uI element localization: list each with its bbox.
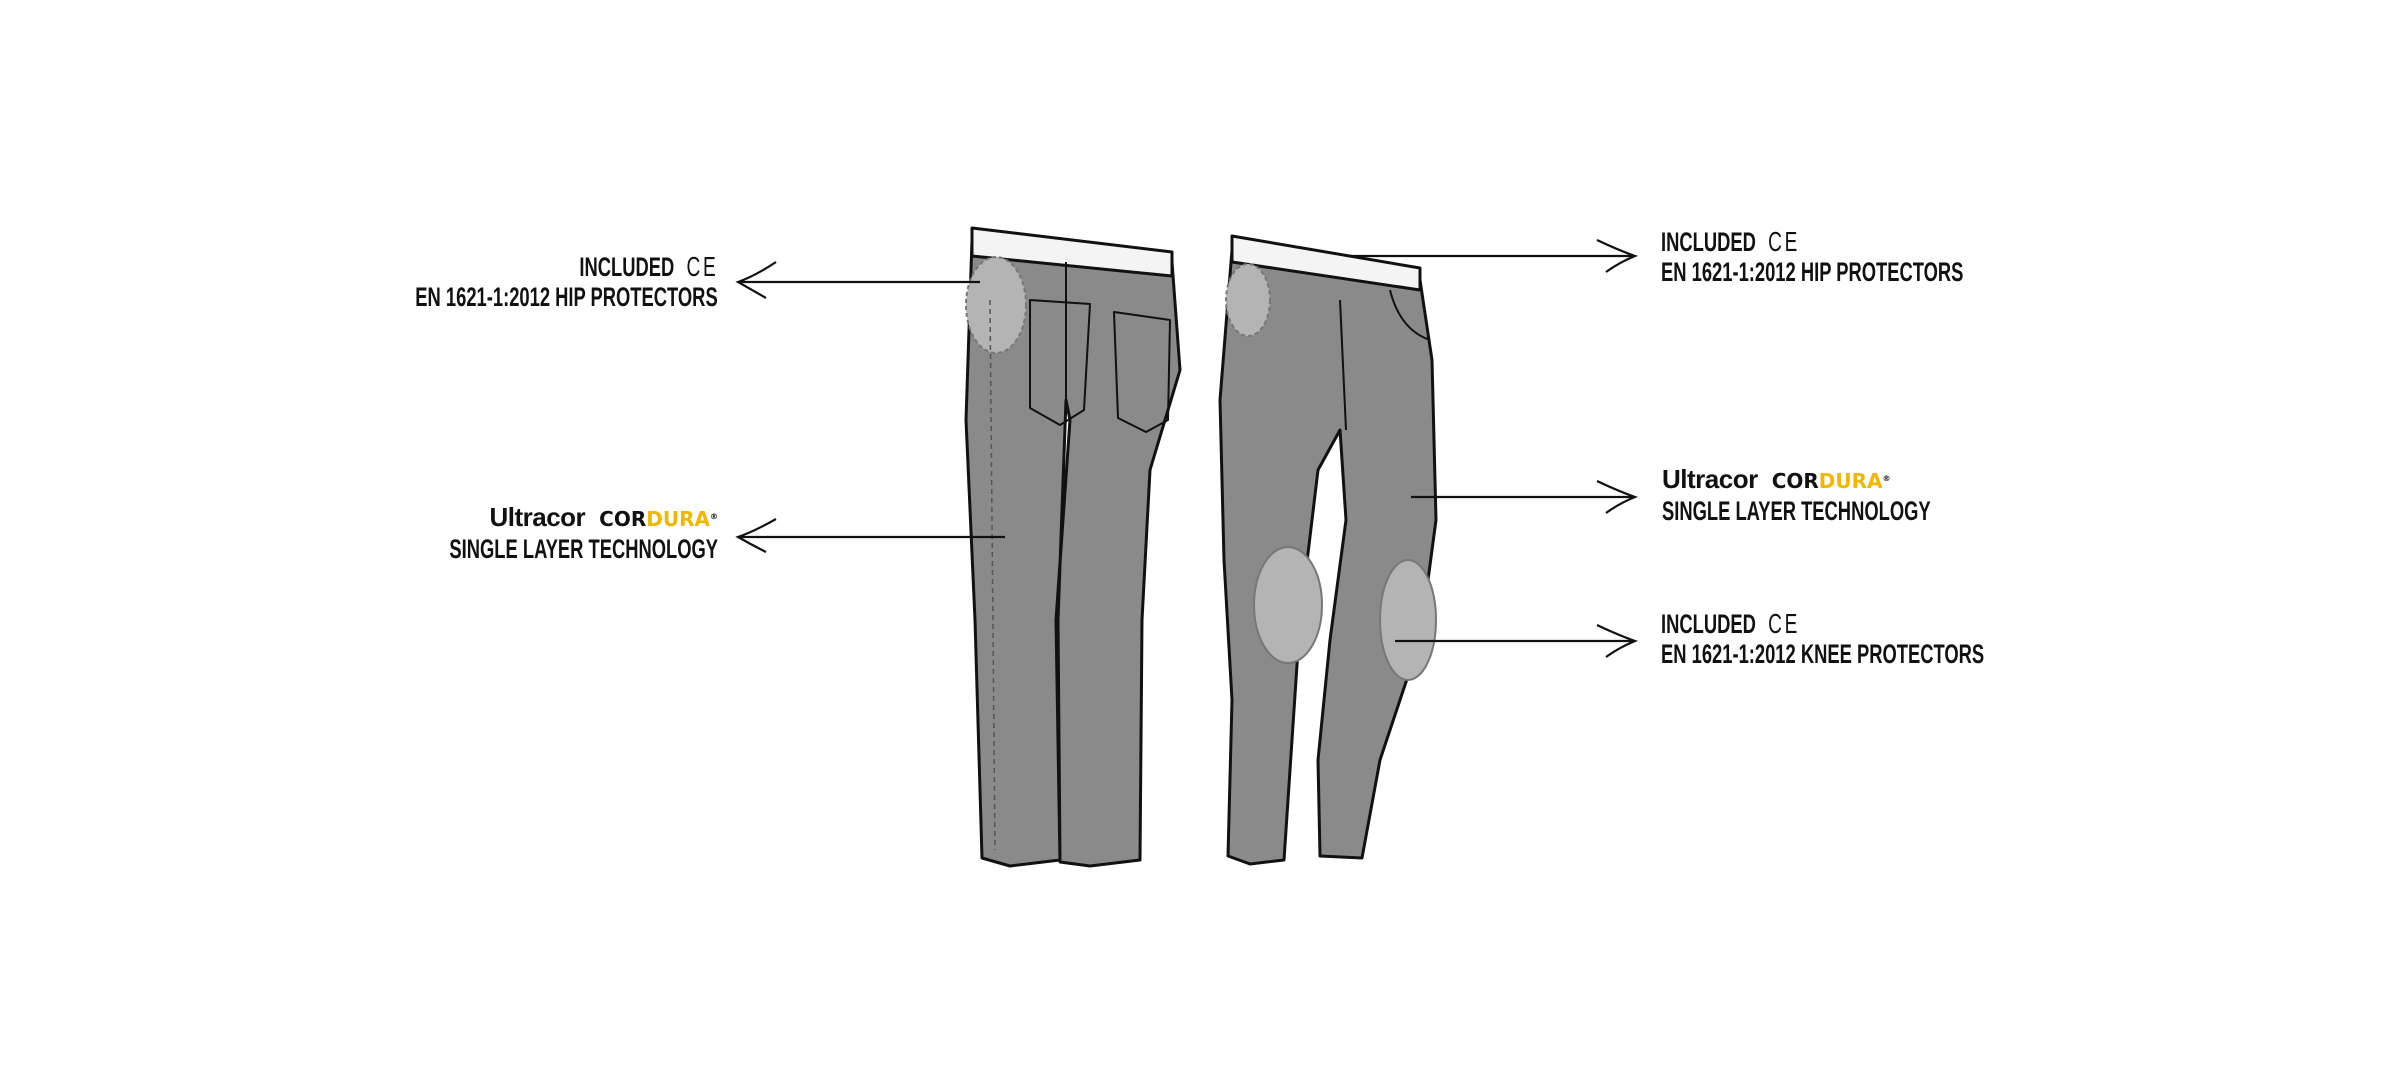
cordura-logo: CORDURA® bbox=[599, 507, 718, 531]
arrow-left-hip bbox=[735, 261, 980, 299]
callout-right-fabric: Ultracor CORDURA® SINGLE LAYER TECHNOLOGY bbox=[1662, 464, 2057, 526]
ultracor-logo: Ultracor bbox=[489, 502, 586, 532]
included-label: INCLUDED bbox=[1661, 227, 1756, 257]
hip-protector-spec: EN 1621-1:2012 HIP PROTECTORS bbox=[1661, 257, 1964, 287]
callout-right-hip: INCLUDED CE EN 1621-1:2012 HIP PROTECTORS bbox=[1661, 226, 2106, 288]
callout-arrows bbox=[735, 239, 1639, 658]
cordura-logo: CORDURA® bbox=[1771, 469, 1891, 493]
callout-right-knee: INCLUDED CE EN 1621-1:2012 KNEE PROTECTOR… bbox=[1661, 608, 2136, 670]
ultracor-logo: Ultracor bbox=[1662, 464, 1758, 494]
hip-protector-spec: EN 1621-1:2012 HIP PROTECTORS bbox=[415, 282, 718, 312]
ce-mark-icon: CE bbox=[686, 251, 718, 282]
arrow-right-knee bbox=[1395, 624, 1639, 658]
arrow-left-fabric bbox=[735, 518, 1005, 553]
fabric-tech-label: SINGLE LAYER TECHNOLOGY bbox=[449, 534, 718, 564]
ce-mark-icon: CE bbox=[1768, 608, 1800, 639]
knee-protector-left bbox=[1253, 546, 1323, 664]
included-label: INCLUDED bbox=[579, 252, 674, 282]
callout-left-fabric: Ultracor CORDURA® SINGLE LAYER TECHNOLOGY bbox=[323, 502, 718, 564]
arrow-right-fabric bbox=[1411, 480, 1639, 514]
pants-front-view bbox=[1218, 234, 1438, 866]
included-label: INCLUDED bbox=[1661, 609, 1756, 639]
callout-left-hip: INCLUDED CE EN 1621-1:2012 HIP PROTECTORS bbox=[273, 251, 718, 313]
arrow-right-hip bbox=[1347, 239, 1639, 273]
fabric-tech-label: SINGLE LAYER TECHNOLOGY bbox=[1662, 496, 1931, 526]
knee-protector-right bbox=[1379, 559, 1437, 681]
ce-mark-icon: CE bbox=[1768, 226, 1800, 257]
pants-back-view bbox=[964, 226, 1182, 868]
hip-protector-back bbox=[965, 256, 1027, 354]
hip-protector-front bbox=[1225, 263, 1271, 337]
knee-protector-spec: EN 1621-1:2012 KNEE PROTECTORS bbox=[1661, 639, 1985, 669]
